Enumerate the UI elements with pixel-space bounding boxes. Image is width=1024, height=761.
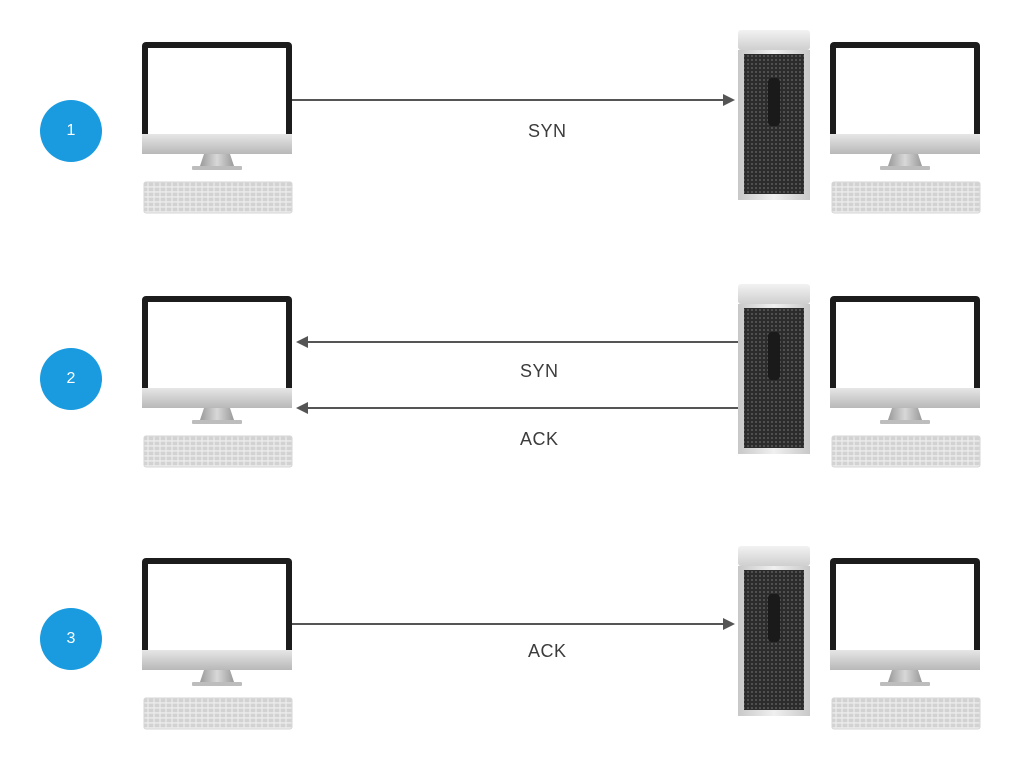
server-tower-icon bbox=[738, 284, 810, 454]
server-monitor-icon bbox=[830, 42, 981, 214]
step-2-illustration bbox=[142, 284, 981, 468]
message-label-syn: SYN bbox=[520, 361, 559, 381]
step-number-badge: 3 bbox=[40, 608, 102, 670]
client-computer-icon bbox=[142, 558, 293, 730]
message-label-ack: ACK bbox=[520, 429, 559, 449]
client-computer-icon bbox=[142, 296, 293, 468]
step-1-illustration bbox=[142, 30, 981, 214]
step-3-illustration bbox=[142, 546, 981, 730]
handshake-step-1: 1 SYN bbox=[0, 30, 1024, 230]
server-tower-icon bbox=[738, 30, 810, 200]
server-monitor-icon bbox=[830, 558, 981, 730]
handshake-step-2: 2 SYN ACK bbox=[0, 284, 1024, 484]
server-tower-icon bbox=[738, 546, 810, 716]
message-label-syn: SYN bbox=[528, 121, 567, 141]
handshake-step-3: 3 ACK bbox=[0, 546, 1024, 746]
step-number-badge: 2 bbox=[40, 348, 102, 410]
step-number-badge: 1 bbox=[40, 100, 102, 162]
message-label-ack: ACK bbox=[528, 641, 567, 661]
server-monitor-icon bbox=[830, 296, 981, 468]
client-computer-icon bbox=[142, 42, 293, 214]
